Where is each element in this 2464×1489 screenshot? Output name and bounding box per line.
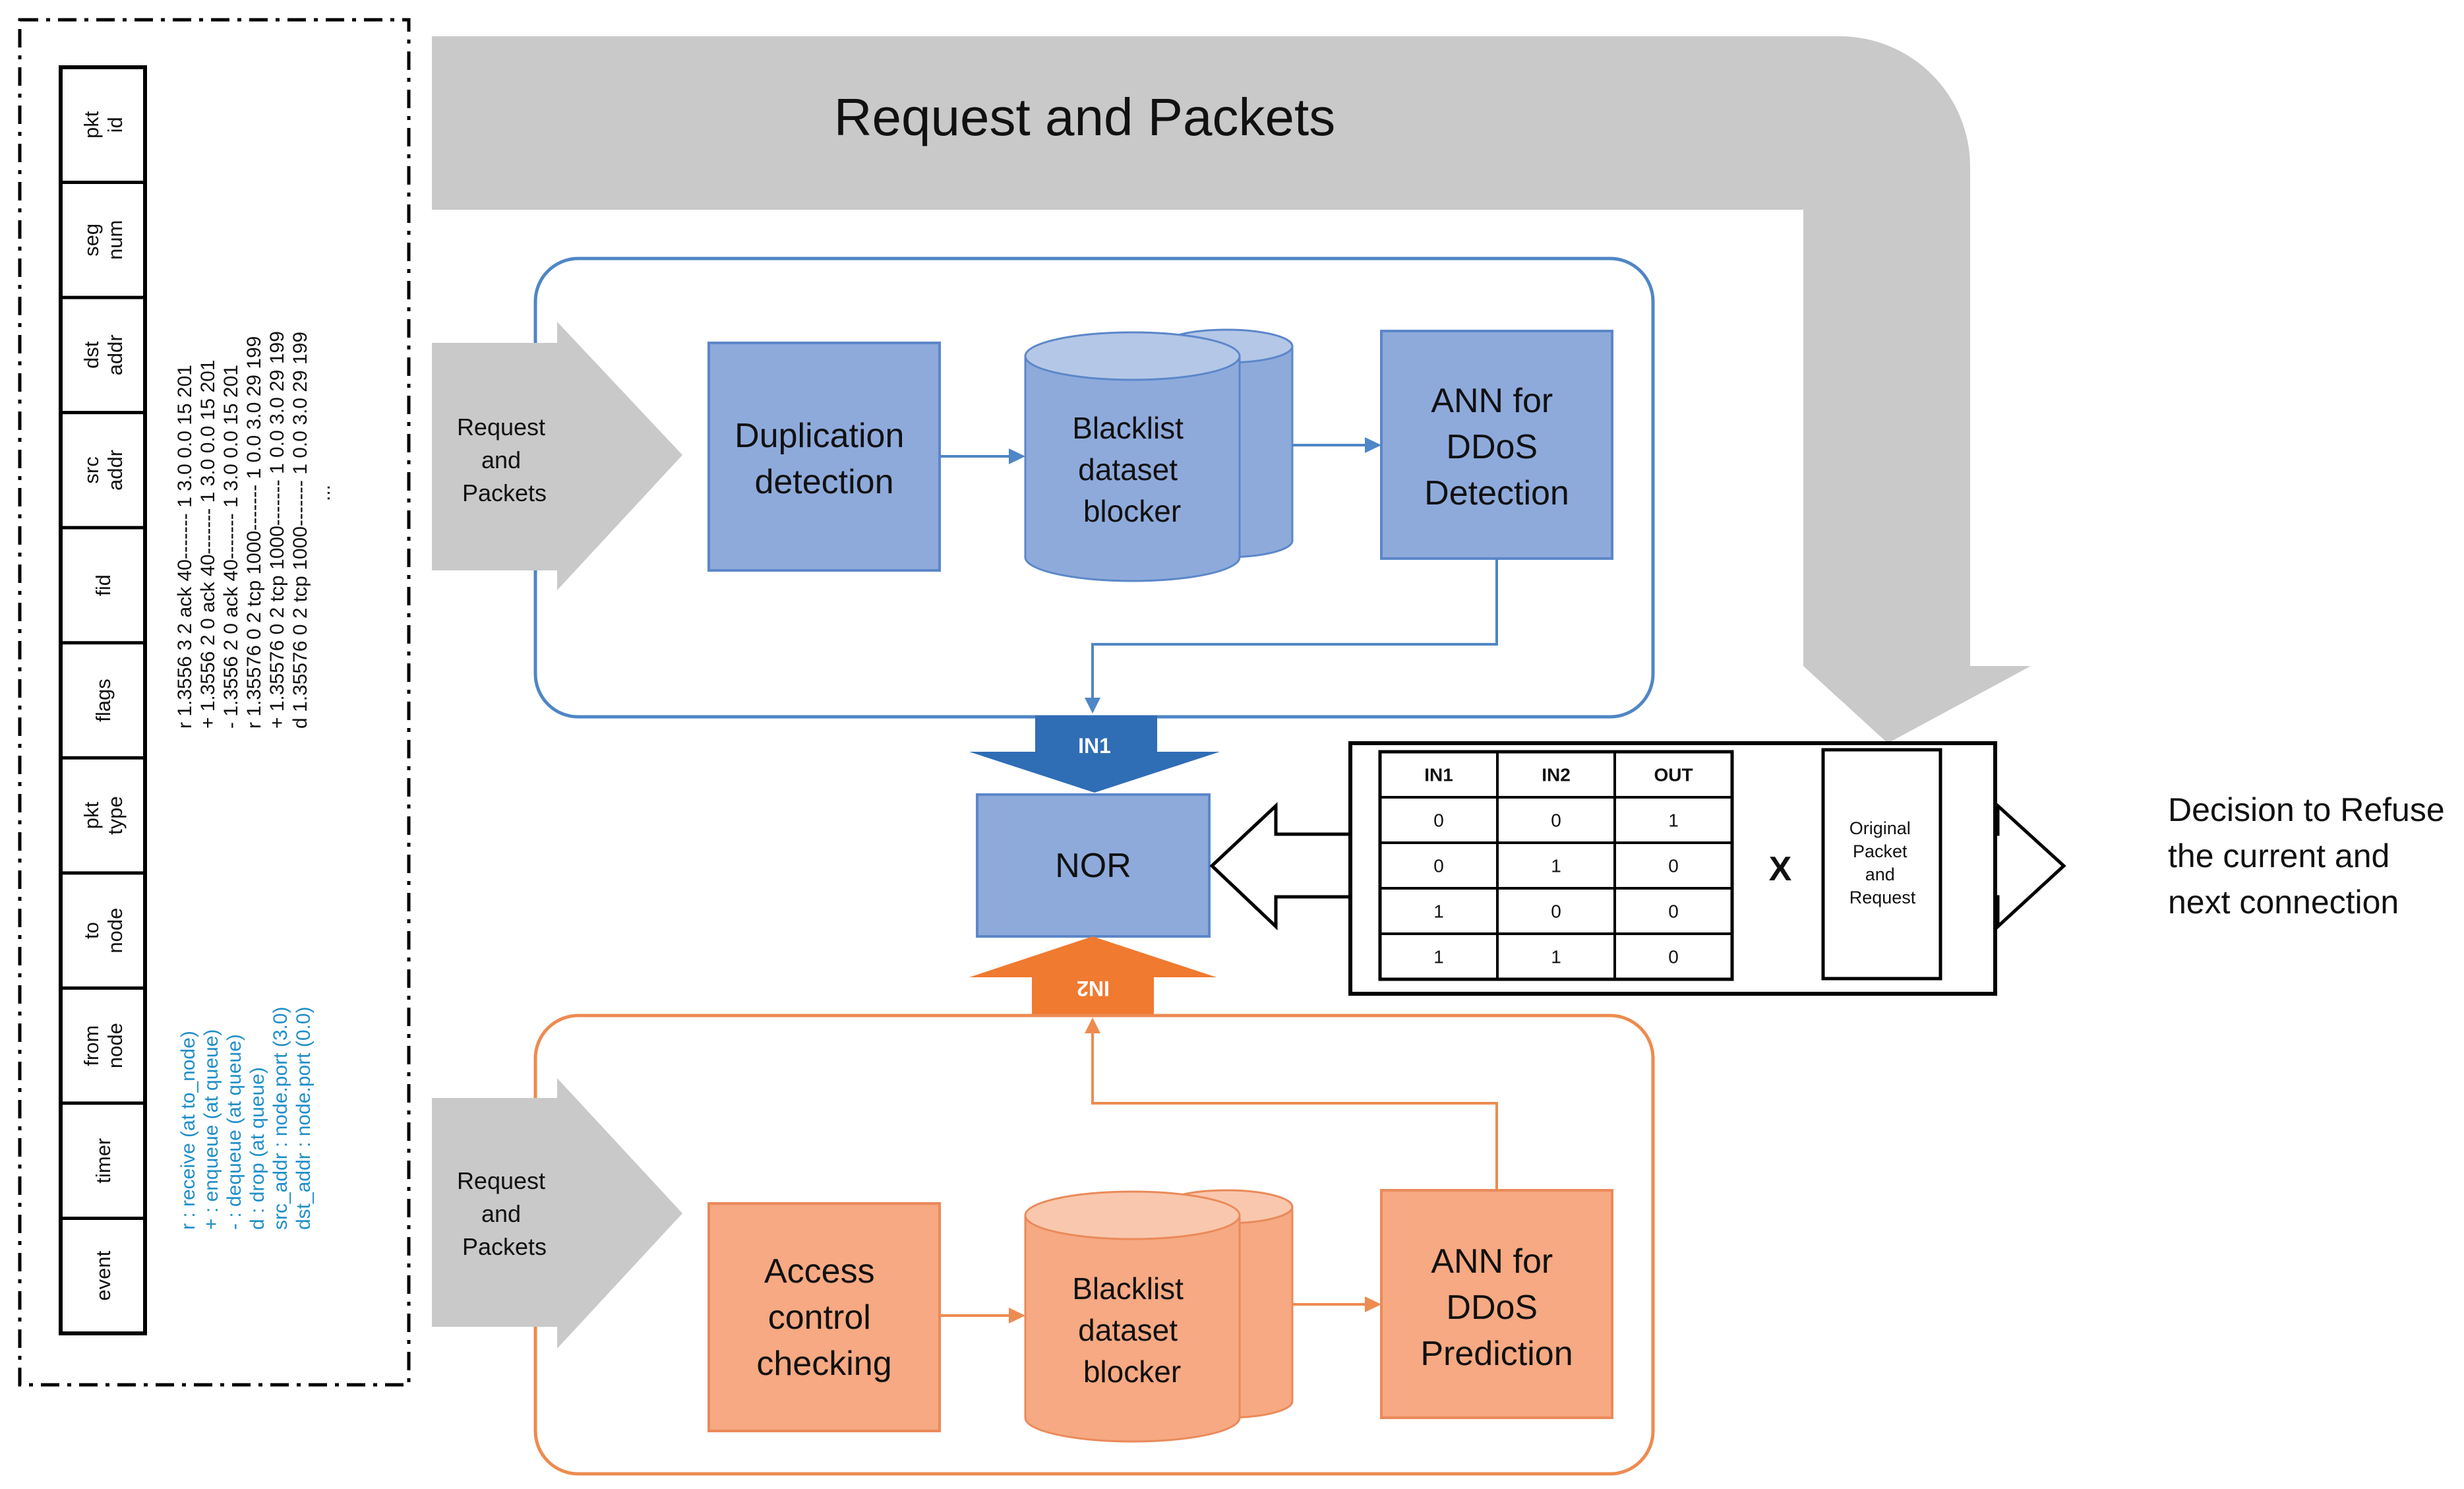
trace-field-cells: pktid segnum dstaddr srcaddr fid flags pkttype… — [61, 111, 145, 1301]
trace-field-label: fid — [92, 574, 115, 596]
trace-rows: r 1.3556 3 2 ack 40------- 1 3.0 0.0 15 … — [174, 331, 334, 729]
prediction-pipeline: Request and Packets Access control check… — [432, 1014, 1655, 1476]
bottom-feedback-head — [1085, 1018, 1100, 1033]
trace-row: r 1.35576 0 2 tcp 1000------- 1 0.0 3.0 … — [243, 336, 265, 729]
truth-table-cell: 0 — [1433, 856, 1444, 876]
trace-row: - 1.3556 2 0 ack 40------- 1 3.0 0.0 15 … — [220, 365, 242, 729]
top-connector-2-head — [1365, 437, 1381, 453]
banner-title: Request and Packets — [834, 88, 1335, 146]
trace-row: ... — [313, 485, 334, 501]
ann-prediction-box — [1380, 1189, 1613, 1419]
blacklist-blocker-label-bottom: Blacklist dataset blocker — [1072, 1271, 1192, 1389]
nor-gate-box — [976, 793, 1211, 938]
trace-field-label: event — [92, 1250, 115, 1300]
bottom-input-arrow — [432, 1078, 682, 1349]
trace-row: + 1.35576 0 2 tcp 1000------- 1 0.0 3.0 … — [266, 331, 288, 729]
trace-field-label: segnum — [80, 220, 127, 260]
truth-table-cell: 1 — [1433, 947, 1444, 967]
truth-table-cell: 0 — [1668, 901, 1679, 922]
truth-table-cell: 0 — [1551, 810, 1561, 831]
trace-field-label: srcaddr — [80, 450, 127, 491]
truth-table-header: IN1 — [1424, 765, 1453, 785]
blacklist-blocker-label-top: Blacklist dataset blocker — [1072, 411, 1192, 528]
trace-legend-item: r : receive (at to_node) — [177, 1031, 199, 1230]
trace-row: + 1.3556 2 0 ack 40------- 1 3.0 0.0 15 … — [197, 360, 219, 729]
truth-table-header: OUT — [1654, 765, 1693, 785]
trace-field-label: pkttype — [80, 796, 127, 835]
in2-arrow: IN2 — [969, 936, 1217, 1016]
request-banner-arrow: Request and Packets — [432, 36, 2031, 743]
ann-prediction-label: ANN for DDoS Prediction — [1420, 1242, 1573, 1373]
truth-table-cell: 0 — [1668, 947, 1679, 967]
trace-legend-item: + : enqueue (at queue) — [200, 1029, 222, 1230]
truth-table-border — [1378, 750, 1734, 981]
trace-field-label: pktid — [80, 111, 127, 138]
truth-table-cell: 1 — [1433, 901, 1444, 922]
trace-panel-frame — [18, 18, 411, 1387]
blacklist-blocker-cylinder-bottom — [1024, 1189, 1294, 1443]
duplication-detection-label: Duplication detection — [735, 417, 914, 501]
truth-table-cell: 0 — [1551, 901, 1561, 922]
trace-legend-item: dst_addr : node.port (0.0) — [293, 1006, 315, 1230]
original-packet-box — [1821, 748, 1942, 981]
trace-legend-item: src_addr : node.port (3.0) — [270, 1006, 291, 1230]
access-control-box — [707, 1202, 941, 1432]
top-connector-1-head — [1009, 448, 1025, 464]
trace-field-label: dstaddr — [80, 334, 127, 375]
trace-panel: pktid segnum dstaddr srcaddr fid flags pkttype… — [18, 18, 411, 1387]
multiply-symbol: X — [1769, 850, 1792, 888]
trace-field-label: tonode — [80, 908, 127, 954]
blacklist-blocker-cylinder-top — [1024, 328, 1294, 582]
trace-row: d 1.35576 0 2 tcp 1000------- 1 0.0 3.0 … — [289, 332, 311, 729]
trace-field-label: timer — [92, 1138, 115, 1184]
access-control-label: Access control checking — [756, 1252, 891, 1383]
ann-detection-label: ANN for DDoS Detection — [1424, 382, 1569, 512]
bottom-feedback-line — [1091, 1032, 1498, 1190]
top-input-label: Request and Packets — [457, 413, 552, 506]
in1-arrow: IN1 — [969, 715, 1220, 793]
in1-label: IN1 — [1078, 734, 1111, 758]
truth-table-cell: 1 — [1668, 810, 1679, 831]
trace-legend-item: - : dequeue (at queue) — [224, 1034, 245, 1230]
top-feedback-head — [1085, 698, 1100, 714]
bottom-connector-1-head — [1009, 1308, 1025, 1323]
ann-detection-box — [1380, 330, 1613, 560]
bottom-connector-2-head — [1365, 1296, 1381, 1312]
truth-table-cell: 0 — [1433, 810, 1444, 831]
top-feedback-line — [1091, 559, 1498, 699]
trace-field-label: flags — [92, 679, 115, 721]
trace-legend: r : receive (at to_node)+ : enqueue (at … — [177, 1006, 315, 1230]
truth-table-cell: 1 — [1551, 856, 1561, 876]
truth-table-cell: 0 — [1668, 856, 1679, 876]
trace-field-column — [59, 65, 147, 1335]
trace-legend-item: d : drop (at queue) — [247, 1067, 268, 1230]
truth-table-header: IN2 — [1542, 765, 1571, 785]
detection-pipeline: Request and Packets Duplication detectio… — [432, 257, 1655, 719]
nor-gate-label: NOR — [1055, 847, 1131, 885]
in2-label: IN2 — [1077, 977, 1110, 1000]
top-input-arrow — [432, 322, 682, 590]
truth-table: IN1 IN2 OUT 0 0 1 0 1 0 1 0 0 1 1 0 — [1378, 750, 1734, 981]
bottom-input-label: Request and Packets — [457, 1167, 552, 1260]
original-packet-label: Original Packet and Request — [1849, 818, 1916, 907]
truth-table-cell: 1 — [1551, 947, 1561, 967]
trace-row: r 1.3556 3 2 ack 40------- 1 3.0 0.0 15 … — [174, 365, 196, 729]
decision-text: Decision to Refuse the current and next … — [2168, 791, 2454, 921]
trace-field-label: fromnode — [80, 1023, 127, 1068]
duplication-detection-box — [707, 342, 941, 572]
